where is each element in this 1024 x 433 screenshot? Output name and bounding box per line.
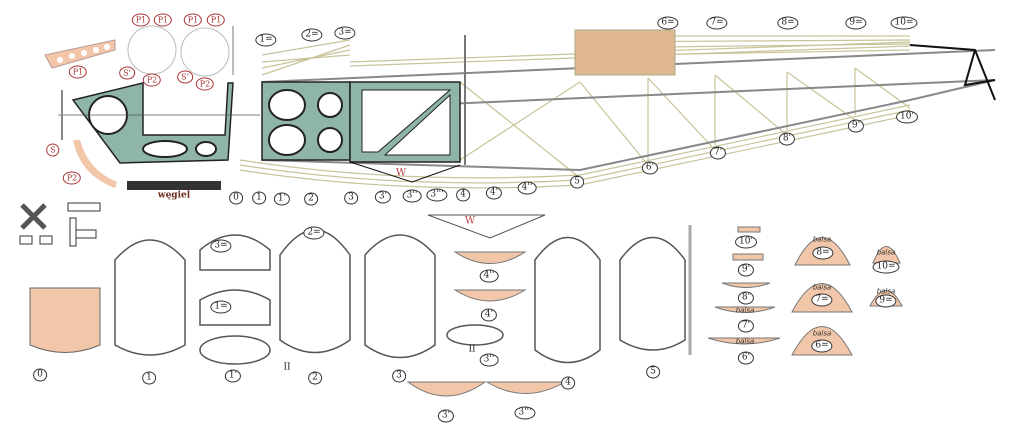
top-former-label: 8= (777, 16, 799, 30)
part-label: 4' (480, 308, 498, 322)
balsa-label: balsa (812, 329, 832, 338)
top-former-label: 9= (845, 16, 867, 30)
part-label: 3' (437, 409, 455, 423)
part-4pp (453, 251, 527, 264)
station-label: 4'' (517, 181, 537, 195)
part-label: 3'' (479, 353, 499, 367)
station-label: 2 (304, 192, 318, 206)
part-4p (453, 289, 527, 302)
part-label: 1= (210, 300, 232, 314)
former-round-2 (180, 27, 230, 77)
part-label: 7' (737, 319, 755, 333)
part-p1 (44, 39, 116, 69)
balsa-block (574, 29, 676, 76)
label-carbon: węgiel (157, 190, 191, 201)
part-label: 8= (812, 246, 834, 260)
part-label: 1' (224, 369, 242, 383)
label-p1: P1 (153, 13, 173, 27)
station-label: 3' (374, 190, 392, 204)
part-label: 3''' (514, 406, 536, 420)
carbon-strip (127, 181, 221, 190)
fittings (19, 202, 101, 247)
former-0 (29, 287, 101, 353)
former-round-1 (127, 25, 177, 75)
former-5 (619, 236, 686, 351)
part-label: 9= (875, 294, 897, 308)
label-p2: P2 (195, 77, 215, 91)
side-former-label: 6' (641, 161, 659, 175)
station-label: 1 (252, 191, 266, 205)
part-label: II (283, 362, 291, 373)
part-label: 10= (872, 260, 900, 274)
station-label: 4 (456, 188, 470, 202)
top-former-label: 10= (890, 16, 918, 30)
label-p1: P1 (206, 13, 226, 27)
w-plate (427, 214, 546, 239)
side-former-label: 7' (709, 146, 727, 160)
label-p1: P1 (131, 13, 151, 27)
former-4 (534, 236, 601, 364)
part-label: 0 (33, 368, 47, 382)
label-w: W (464, 215, 476, 227)
part-label: 3= (210, 239, 232, 253)
top-former-label: 2= (301, 28, 323, 42)
part-label: 6' (737, 351, 755, 365)
part-p2-curve (73, 140, 117, 188)
part-label: 2 (308, 371, 322, 385)
station-label: 3 (344, 191, 358, 205)
label-s-prime: S' (119, 66, 135, 80)
top-former-label: 3= (334, 26, 356, 40)
part-3p (406, 381, 487, 397)
part-label: II (468, 344, 476, 355)
part-label: 5 (646, 365, 660, 379)
former-1p (199, 335, 271, 365)
balsa-label: balsa (876, 248, 896, 257)
station-label: 0 (229, 191, 243, 205)
part-label: 9' (737, 263, 755, 277)
label-w: W (395, 167, 407, 179)
station-label: 1' (273, 192, 291, 206)
station-label: 4' (485, 186, 503, 200)
part-label: 2= (303, 226, 325, 240)
label-s-prime: S' (177, 70, 193, 84)
former-1 (114, 239, 186, 356)
former-3 (364, 234, 436, 359)
part-label: 6= (811, 339, 833, 353)
side-former-label: 10' (896, 110, 918, 124)
former-1eq (199, 289, 271, 326)
label-p2: P2 (142, 73, 162, 87)
side-former-label: 8' (778, 132, 796, 146)
part-label: 8' (737, 291, 755, 305)
former-3eq (199, 234, 271, 271)
part-label: 7= (811, 293, 833, 307)
part-label: 4'' (479, 269, 499, 283)
label-s: S (46, 143, 60, 157)
station-label: 3''' (426, 188, 448, 202)
label-p1: P1 (68, 65, 88, 79)
part-3ppp (485, 381, 567, 394)
part-label: 1 (142, 371, 156, 385)
station-label: 5 (570, 175, 584, 189)
part-label: 10' (735, 235, 757, 249)
top-former-label: 6= (657, 16, 679, 30)
side-former-label: 9' (847, 119, 865, 133)
former-2 (279, 229, 351, 354)
label-p2: P2 (62, 171, 82, 185)
part-label: 3 (392, 369, 406, 383)
top-former-label: 7= (706, 16, 728, 30)
balsa-label: balsa (735, 306, 755, 315)
balsa-label: balsa (812, 283, 832, 292)
balsa-label: balsa (876, 287, 896, 296)
station-label: 3'' (402, 189, 422, 203)
balsa-label: balsa (812, 235, 832, 244)
part-label: 4 (561, 376, 575, 390)
label-p1: P1 (183, 13, 203, 27)
balsa-label: balsa (735, 337, 755, 346)
top-former-label: 1= (255, 33, 277, 47)
